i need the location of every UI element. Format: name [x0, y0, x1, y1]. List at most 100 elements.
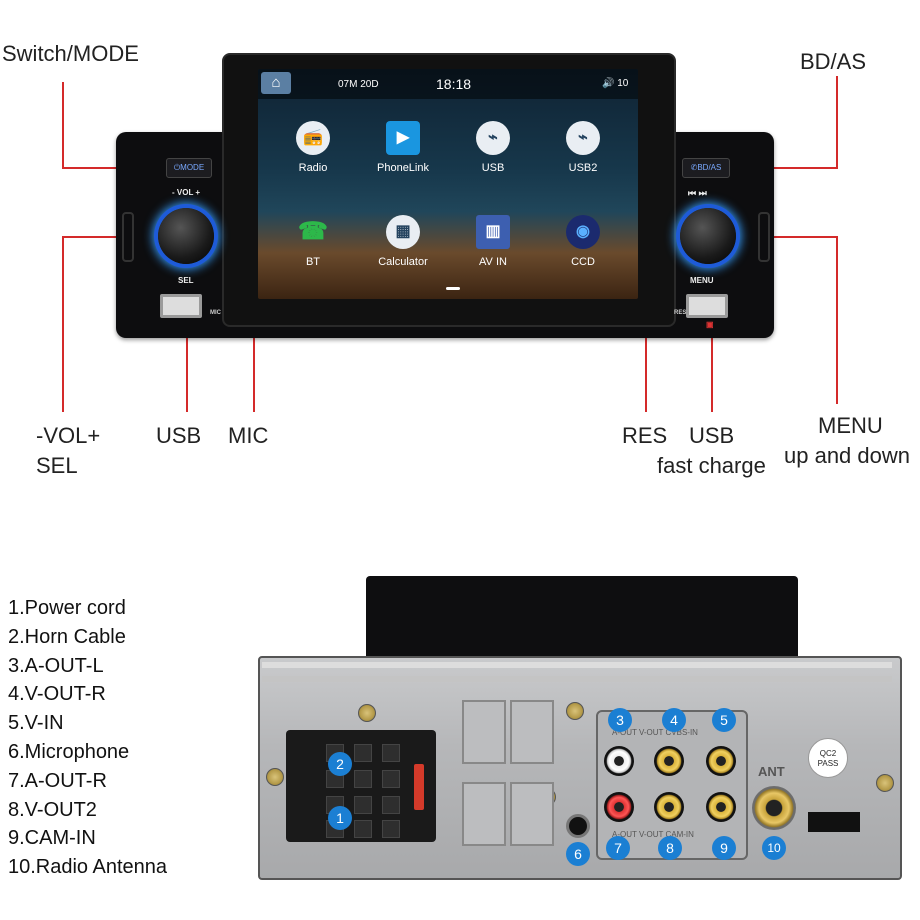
- right-side-slot: [758, 212, 770, 262]
- usb-icon: ⌁: [476, 121, 510, 155]
- mic-label: MIC: [228, 423, 269, 448]
- res-label: RES: [622, 423, 668, 448]
- pin: [382, 820, 400, 838]
- rear-screen-housing: [366, 576, 798, 668]
- iso-connector[interactable]: [286, 730, 436, 842]
- home-icon[interactable]: ⌂: [261, 72, 291, 94]
- callout-line: [62, 167, 168, 169]
- app-label: BT: [305, 256, 321, 268]
- badge-4: 4: [662, 708, 686, 732]
- pin: [382, 744, 400, 762]
- charge-icon: ▣: [706, 320, 714, 329]
- chassis-rail: [262, 676, 892, 682]
- pin: [354, 820, 372, 838]
- app-ccd[interactable]: ◉ CCD: [538, 215, 628, 268]
- v-out-r-jack[interactable]: [654, 746, 684, 776]
- badge-6: 6: [566, 842, 590, 866]
- badge-8: 8: [658, 836, 682, 860]
- legend-item: 2.Horn Cable: [8, 625, 126, 648]
- v-out2-jack[interactable]: [654, 792, 684, 822]
- app-bt[interactable]: ☎ BT: [268, 215, 358, 268]
- ant-label: ANT: [758, 764, 785, 779]
- badge-7: 7: [606, 836, 630, 860]
- mic-jack[interactable]: [566, 814, 590, 838]
- app-usb2[interactable]: ⌁ USB2: [538, 121, 628, 174]
- app-av-in[interactable]: ▥ AV IN: [448, 215, 538, 268]
- display-screen: ⌂ 07M 20D 18:18 🔊 10 📻 Radio ▶ PhoneLink…: [258, 69, 638, 299]
- pin: [354, 796, 372, 814]
- pin: [382, 770, 400, 788]
- a-out-l-jack[interactable]: [604, 746, 634, 776]
- seek-buttons[interactable]: ⏮ ⏭: [688, 188, 707, 198]
- callout-line: [62, 82, 64, 168]
- left-side-slot: [122, 212, 134, 262]
- callout-line: [711, 324, 713, 412]
- phonelink-icon: ▶: [386, 121, 420, 155]
- rca-panel: [596, 710, 748, 860]
- callout-line: [836, 76, 838, 168]
- volume-indicator: 🔊 10: [602, 78, 629, 89]
- pin: [382, 796, 400, 814]
- bd-as-label: BD/AS: [800, 49, 867, 74]
- app-label: USB2: [568, 162, 598, 174]
- screw: [266, 768, 284, 786]
- res-text: RES: [674, 310, 687, 316]
- callout-line: [186, 312, 188, 412]
- vent: [462, 782, 506, 846]
- app-label: PhoneLink: [377, 162, 429, 174]
- badge-2: 2: [328, 752, 352, 776]
- menu-knob[interactable]: [680, 208, 736, 264]
- vent: [462, 700, 506, 764]
- bluetooth-phone-icon: ☎: [298, 218, 328, 245]
- callout-line: [253, 306, 255, 412]
- callout-line: [62, 236, 64, 412]
- date-text: 07M 20D: [338, 79, 379, 90]
- menu-up-down-label: up and down: [784, 443, 910, 468]
- vol-text: - VOL +: [172, 188, 201, 197]
- screw: [876, 774, 894, 792]
- usb-left-label: USB: [156, 423, 202, 448]
- pin: [354, 770, 372, 788]
- screw: [566, 702, 584, 720]
- fuse: [414, 764, 424, 810]
- usb-fast-charge-port[interactable]: [686, 294, 728, 318]
- mode-button-label: MODE: [180, 163, 205, 172]
- bd-as-button-label: BD/AS: [697, 163, 722, 172]
- antenna-socket[interactable]: [752, 786, 796, 830]
- badge-5: 5: [712, 708, 736, 732]
- usb-fast-label: USB: [689, 423, 735, 448]
- legend-item: 10.Radio Antenna: [8, 856, 168, 879]
- app-calculator[interactable]: ▦ Calculator: [358, 215, 448, 268]
- callout-line: [836, 236, 838, 404]
- usb2-icon: ⌁: [566, 121, 600, 155]
- app-phonelink[interactable]: ▶ PhoneLink: [358, 121, 448, 174]
- usb-port-front[interactable]: [160, 294, 202, 318]
- legend-item: 4.V-OUT-R: [8, 683, 106, 706]
- fast-charge-label: fast charge: [657, 453, 766, 478]
- cam-in-jack[interactable]: [706, 792, 736, 822]
- legend-item: 6.Microphone: [8, 740, 130, 763]
- badge-9: 9: [712, 836, 736, 860]
- v-in-jack[interactable]: [706, 746, 736, 776]
- legend-item: 7.A-OUT-R: [8, 769, 107, 792]
- qc-sticker: QC2 PASS: [808, 738, 848, 778]
- bd-as-button[interactable]: ✆BD/AS: [682, 158, 730, 178]
- app-label: AV IN: [479, 256, 507, 268]
- legend-item: 1.Power cord: [8, 597, 126, 619]
- vol-label: -VOL+: [36, 423, 101, 448]
- phone-icon: ✆: [690, 163, 698, 172]
- menu-text: MENU: [690, 276, 714, 285]
- mode-button[interactable]: ⏻MODE: [166, 158, 212, 178]
- chassis-rail: [262, 662, 892, 668]
- a-out-r-jack[interactable]: [604, 792, 634, 822]
- calculator-icon: ▦: [386, 215, 420, 249]
- label-sticker: [808, 812, 860, 832]
- app-label: Radio: [298, 162, 328, 174]
- menu-label: MENU: [818, 413, 883, 438]
- mic-text: MIC: [210, 310, 221, 316]
- app-usb[interactable]: ⌁ USB: [448, 121, 538, 174]
- rca-row-bottom-label: A-OUT V-OUT CAM-IN: [612, 830, 694, 839]
- app-radio[interactable]: 📻 Radio: [268, 121, 358, 174]
- volume-knob[interactable]: [158, 208, 214, 264]
- legend-item: 8.V-OUT2: [8, 798, 97, 821]
